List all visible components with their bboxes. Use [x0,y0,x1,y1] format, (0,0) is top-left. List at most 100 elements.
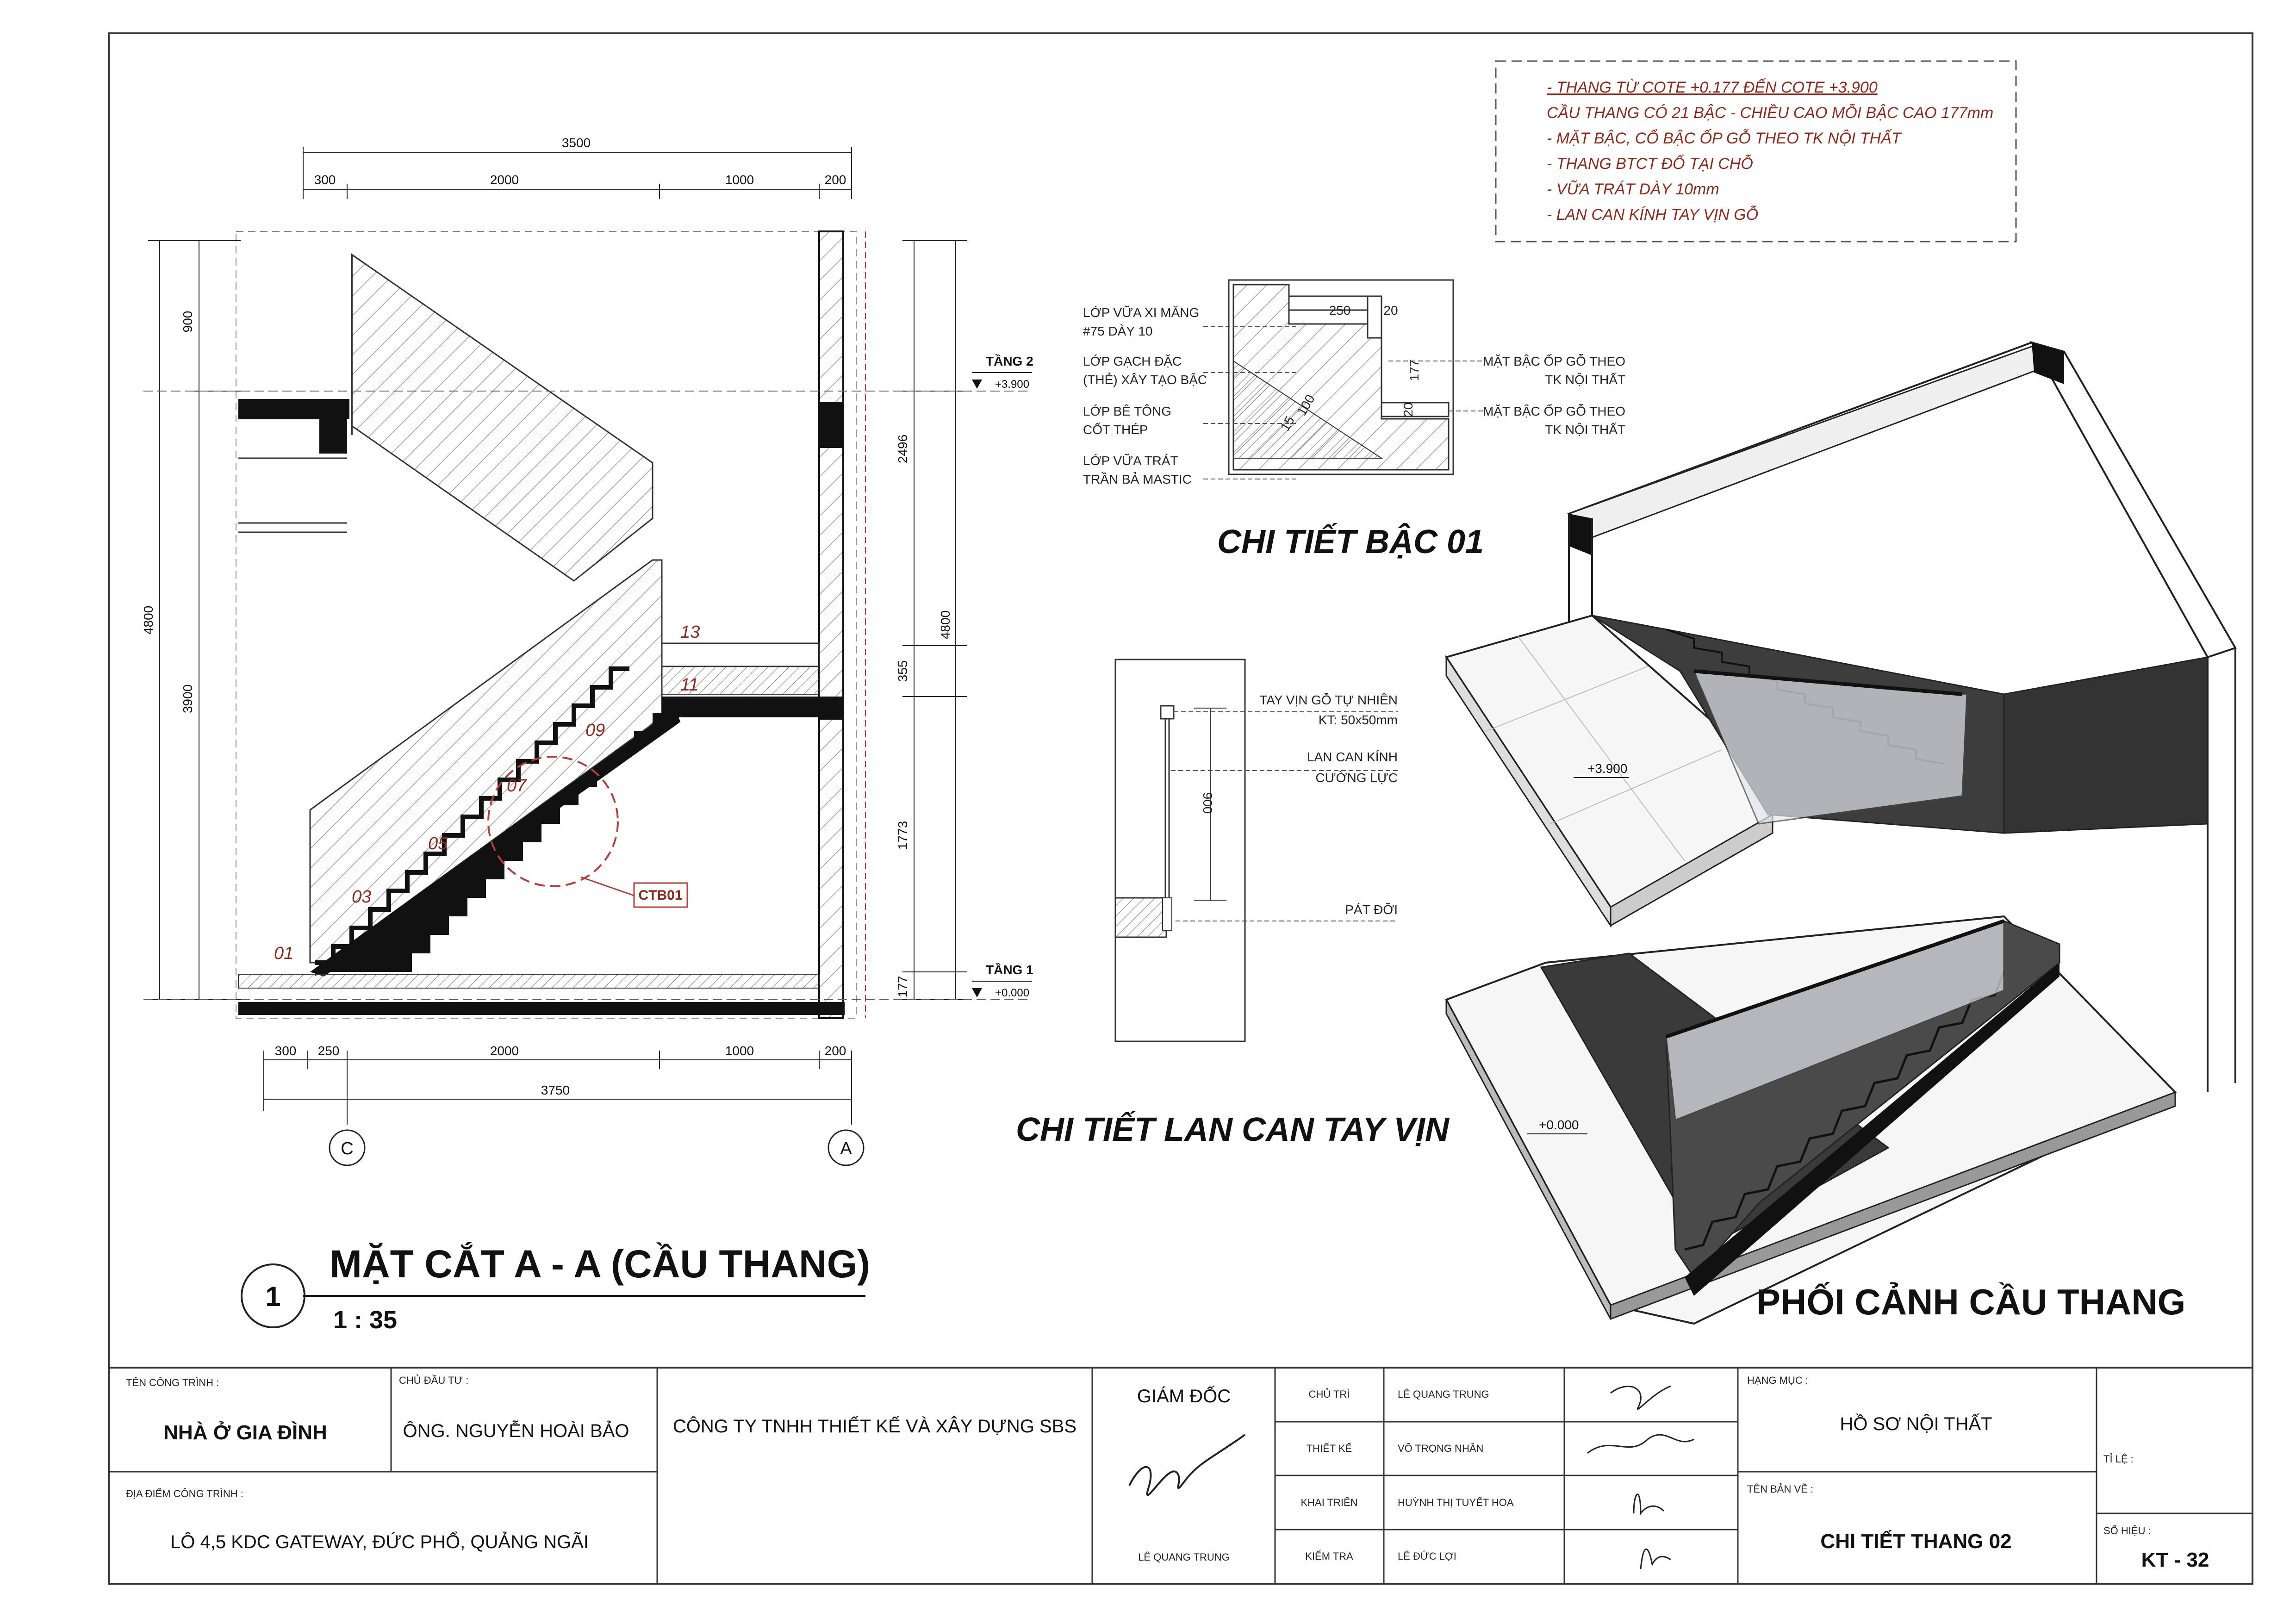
layer-label: CỐT THÉP [1083,422,1148,437]
layer-label: TRẦN BẢ MASTIC [1083,472,1192,486]
perspective-level-lower: +0.000 [1539,1118,1579,1132]
role-label: KHAI TRIỂN [1300,1497,1357,1508]
callout-label[interactable]: CTB01 [638,888,682,903]
note-line-5: - VỮA TRÁT DÀY 10mm [1547,180,1719,198]
finish-label: MẶT BẬC ỐP GỖ THEO [1483,404,1625,418]
dim-bottom-3: 2000 [490,1044,519,1058]
level-upper-name: TẦNG 2 [986,354,1033,368]
dim-bottom-4: 1000 [725,1044,754,1058]
note-line-2: CẦU THANG CÓ 21 BẬC - CHIỀU CAO MỖI BẬC … [1547,104,1993,122]
note-line-6: - LAN CAN KÍNH TAY VỊN GỖ [1547,206,1758,224]
role-name: VÕ TRỌNG NHÂN [1398,1443,1483,1454]
perspective-level-upper: +3.900 [1587,761,1627,776]
owner-label: CHỦ ĐẦU TƯ : [399,1375,468,1386]
dim-left-2: 3900 [180,684,195,713]
layer-label: LỚP VỮA TRÁT [1083,454,1178,468]
level-upper-value: +3.900 [995,378,1029,391]
category-label: HẠNG MỤC : [1747,1375,1808,1386]
layer-label: LỚP GẠCH ĐẶC [1083,354,1182,368]
level-lower-value: +0.000 [995,987,1029,999]
role-name: HUỲNH THỊ TUYẾT HOA [1398,1497,1514,1508]
section-drawing: 3500 300 2000 1000 200 [141,136,1033,1334]
level-marker-upper: TẦNG 2 +3.900 [972,354,1033,391]
dim-right-1: 2496 [896,435,910,463]
note-line-1: - THANG TỪ COTE +0.177 ĐẾN COTE +3.900 [1547,79,1878,96]
dim-right-total: 4800 [938,610,952,639]
step-number: 01 [274,944,293,963]
dim-right-3: 1773 [896,821,910,850]
dim-left-total: 4800 [141,606,156,635]
location: LÔ 4,5 KDC GATEWAY, ĐỨC PHỔ, QUẢNG NGÃI [170,1531,589,1552]
view-number: 1 [265,1281,280,1312]
perspective-title: PHỐI CẢNH CẦU THANG [1756,1282,2185,1322]
project-label: TÊN CÔNG TRÌNH : [126,1377,219,1388]
finish-label: TK NỘI THẤT [1545,423,1625,437]
section-scale: 1 : 35 [333,1306,397,1334]
railing-detail: 900 TAY VỊN GỖ TỰ NHIÊN KT: 50x50mm LAN … [1016,659,1450,1148]
role-label: CHỦ TRÌ [1309,1388,1350,1400]
dim-top-3: 1000 [725,173,754,187]
dim-bottom-1: 300 [275,1044,297,1058]
dim-top-2: 2000 [490,173,519,187]
note-line-3: - MẶT BẬC, CỔ BẬC ỐP GỖ THEO TK NỘI THẤT [1547,129,1902,147]
director-label: GIÁM ĐỐC [1137,1385,1231,1406]
role-label: KIỂM TRA [1305,1550,1353,1562]
dim-top-1: 300 [314,173,336,187]
drawing-label: TÊN BẢN VẼ : [1747,1483,1813,1495]
railing-height: 900 [1201,792,1215,814]
grid-label-left: C [341,1139,353,1158]
dim-left-1: 900 [180,311,195,333]
step-number: 13 [680,622,700,642]
step-number: 11 [680,675,698,695]
signature-1 [1610,1385,1671,1410]
railing-label: LAN CAN KÍNH [1307,750,1398,764]
level-marker-lower: TẦNG 1 +0.000 [972,963,1033,999]
step-number: 07 [507,776,527,796]
layer-label: #75 DÀY 10 [1083,324,1153,338]
railing-label: CƯỜNG LỰC [1315,771,1398,785]
dim-top-total: 3500 [562,136,591,150]
signature-3 [1633,1493,1665,1516]
grid-label-right: A [840,1139,852,1158]
step-detail: 250 20 177 20 100 15 LỚP VỮA XI MĂNG #75… [1083,279,1625,560]
general-notes: - THANG TỪ COTE +0.177 ĐẾN COTE +3.900 C… [1495,60,2017,243]
dim-right-4: 177 [896,976,910,998]
location-label: ĐỊA ĐIỂM CÔNG TRÌNH : [126,1488,243,1500]
railing-detail-title: CHI TIẾT LAN CAN TAY VỊN [1016,1111,1450,1148]
director-signature [1128,1434,1246,1496]
dim-bottom-2: 250 [318,1044,340,1058]
step-dim: 20 [1383,303,1398,317]
scale-label: TỈ LỆ : [2103,1453,2134,1465]
finish-label: MẶT BẬC ỐP GỖ THEO [1483,354,1625,368]
role-label: THIẾT KẾ [1307,1443,1352,1454]
step-number: 09 [585,721,605,740]
layer-label: LỚP BÊ TÔNG [1083,404,1171,418]
level-lower-name: TẦNG 1 [986,963,1033,977]
step-detail-title: CHI TIẾT BẬC 01 [1217,523,1484,560]
step-number: 05 [428,834,448,853]
railing-label: PÁT ĐỠI [1345,902,1398,917]
project-name: NHÀ Ở GIA ĐÌNH [163,1420,327,1444]
role-name: LÊ ĐỨC LỢI [1398,1550,1456,1562]
section-title: MẶT CẮT A - A (CẦU THANG) [330,1242,870,1286]
stair-perspective: +3.900 +0.000 PHỐI CẢNH CẦU THANG [1444,341,2237,1325]
railing-label: KT: 50x50mm [1319,713,1398,727]
step-dim: 177 [1407,360,1421,381]
step-dim: 250 [1329,303,1351,317]
dim-bottom-total: 3750 [541,1083,570,1097]
director-name: LÊ QUANG TRUNG [1138,1551,1230,1563]
category: HỒ SƠ NỘI THẤT [1840,1413,1992,1434]
note-line-4: - THANG BTCT ĐỔ TẠI CHỖ [1547,155,1753,173]
dim-bottom-5: 200 [825,1044,846,1058]
title-block: TÊN CÔNG TRÌNH : NHÀ Ở GIA ĐÌNH CHỦ ĐẦU … [108,1367,2253,1585]
sheet-number-label: SỐ HIỆU : [2103,1524,2151,1537]
dim-top-4: 200 [825,173,846,187]
grid-bubble [329,1129,366,1166]
callout-box[interactable] [633,882,688,908]
finish-label: TK NỘI THẤT [1545,373,1625,387]
layer-label: LỚP VỮA XI MĂNG [1083,305,1199,320]
company-name: CÔNG TY TNHH THIẾT KẾ VÀ XÂY DỰNG SBS [673,1415,1076,1437]
drawing-name: CHI TIẾT THANG 02 [1820,1530,2011,1553]
owner-name: ÔNG. NGUYỄN HOÀI BẢO [403,1420,629,1441]
